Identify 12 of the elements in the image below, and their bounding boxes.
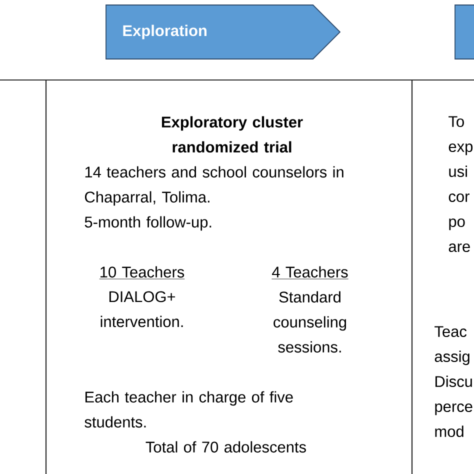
heading: Exploratory cluster randomized trial [162,116,303,153]
description-text: Each teacher in charge of five students. [84,391,293,428]
group-label: 10 Teachers [99,266,185,280]
group-label: 4 Teachers [271,266,349,280]
description-text: Teac assig Discu perce mod [434,326,472,438]
description-text: 14 teachers and school counselors in Chaparral, Tolima. [84,166,344,206]
description-text: 5-month follow-up. [84,216,212,231]
description-text: Total of 70 adolescents [146,441,306,453]
description-text: To exp usi cor po are [448,116,473,252]
chevron-arrow [454,4,474,60]
description-text: Standard counseling sessions. [274,291,346,353]
description-text: DIALOG+ intervention. [100,291,183,328]
